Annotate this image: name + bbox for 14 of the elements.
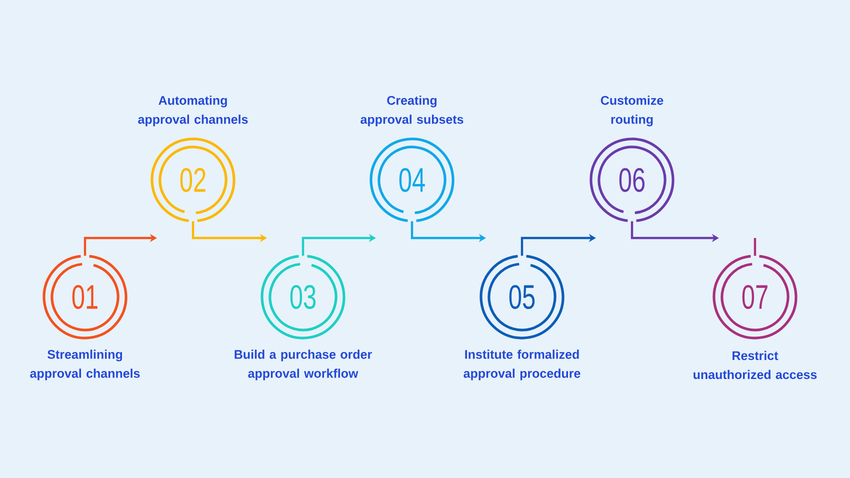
step-heading: Creating approval subsets (360, 96, 464, 126)
step-ring: 04 Creating approval subsets (360, 96, 464, 222)
step-ring: 07 Restrict unauthorized access (694, 254, 817, 380)
step-heading: Build a purchase order approval workflow (234, 350, 372, 380)
step-heading: Customize routing (600, 96, 664, 126)
step-heading: Institute formalized approval procedure (464, 350, 580, 380)
step-ring: 06 Customize routing (590, 96, 674, 222)
step-ring: 05 Institute formalized approval procedure (464, 254, 580, 380)
step-heading: Restrict unauthorized access (694, 350, 817, 380)
step-ring: 02 Automating approval channels (138, 96, 248, 222)
step-heading: Automating approval channels (138, 96, 248, 126)
step-ring: 03 Build a purchase order approval workflow (234, 254, 372, 380)
step-heading: Streamlining approval channels (30, 350, 140, 380)
step-ring: 01 Streamlining approval channels (30, 254, 140, 380)
